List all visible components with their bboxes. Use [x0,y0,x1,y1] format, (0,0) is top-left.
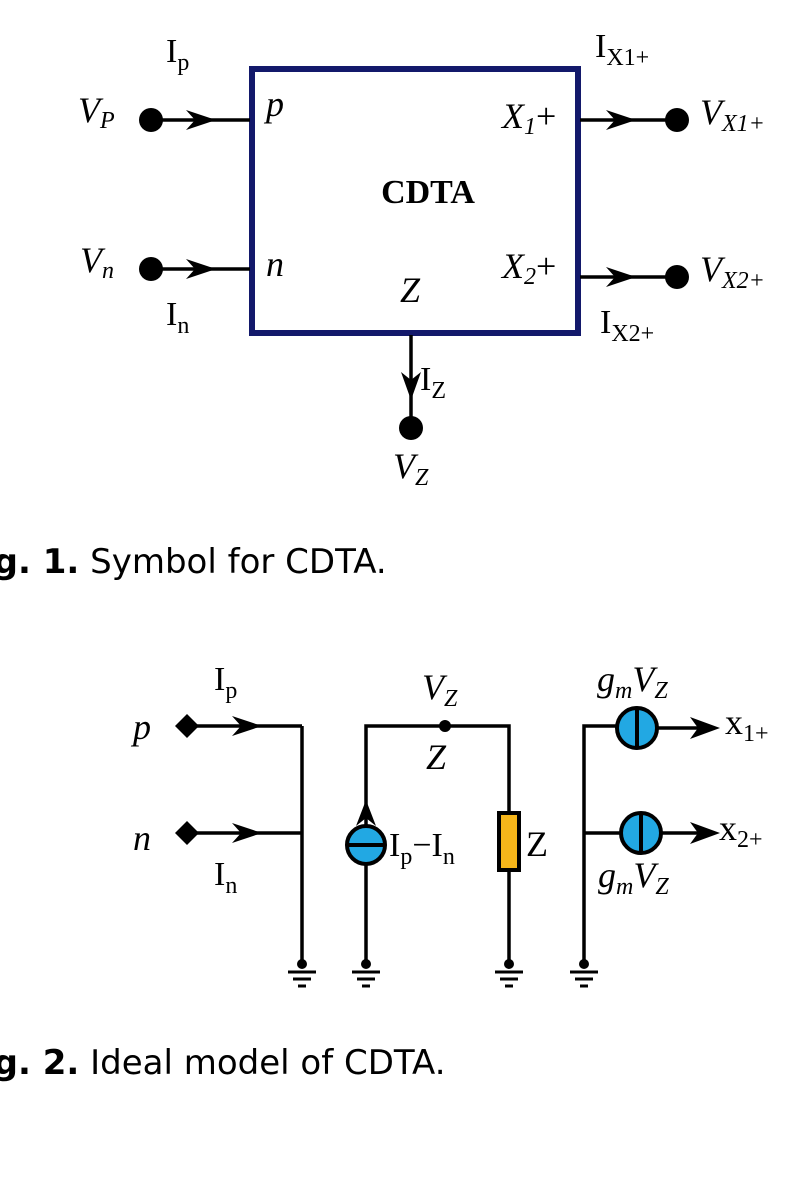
ix1-label: IX1+ [595,28,649,71]
impedance-z-icon [497,811,521,872]
figure-1-caption-label: ig. 1. [0,542,80,582]
p-terminal-label: p [130,707,151,747]
p-current-arrow-icon [186,110,216,130]
impedance-label: Z [526,824,548,864]
vx1-terminal-dot [665,108,689,132]
p-pin-label: p [263,84,284,124]
vx2-terminal-dot [665,265,689,289]
gm-source-1-icon [615,706,659,750]
figure-2-caption-text: Ideal model of CDTA. [79,1043,446,1083]
figure-2-caption: ig. 2. Ideal model of CDTA. [0,1043,446,1083]
z-pin-label: Z [400,270,421,310]
vn-label: Vn [80,240,114,284]
gm-vz-label-1: gmVZ [597,659,668,704]
ip-label: Ip [166,33,189,76]
iz-label: IZ [420,361,446,404]
vx2-label: VX2+ [700,249,765,294]
figure-1-caption: ig. 1. Symbol for CDTA. [0,542,387,582]
gm-source-2-icon [619,811,663,855]
n-current-arrow-icon [232,823,262,843]
vz-label: VZ [393,446,429,491]
n-terminal-label: n [133,818,151,858]
n-pin-label: n [266,244,284,284]
figure-1-caption-text: Symbol for CDTA. [79,542,387,582]
current-source-arrow-icon [356,800,376,826]
figure-2-caption-label: ig. 2. [0,1043,80,1083]
p-current-arrow-icon [232,716,262,736]
source-current-label: Ip−In [389,827,455,870]
in-label: In [166,296,189,339]
cdta-ideal-model-diagram: p n Ip In VZ Z Ip−In Z gmVZ gmVZ x1+ x2+ [130,659,769,988]
in-label: In [214,856,237,899]
x1-terminal-label: x1+ [725,702,769,747]
ip-label: Ip [214,661,237,704]
ground-impedance-icon [495,959,523,988]
ground-symbols [288,959,598,988]
ground-input-icon [288,959,316,988]
vz-label: VZ [422,667,458,712]
out1-arrow-icon [690,717,720,739]
ix2-label: IX2+ [600,304,654,347]
x1-pin-label: X1+ [500,96,556,140]
vz-terminal-dot [399,416,423,440]
ground-output-icon [570,959,598,988]
z-node-dot [439,720,451,732]
z-node-label: Z [426,737,447,777]
cdta-block-label: CDTA [381,174,475,211]
x2-pin-label: X2+ [500,246,556,290]
current-source-icon [345,824,387,866]
vx1-label: VX1+ [700,92,765,137]
z-current-arrow-icon [401,372,421,400]
x2-terminal-label: x2+ [719,808,763,853]
out2-arrow-icon [690,822,720,844]
cdta-symbol-diagram: CDTA VP Ip p Vn In n X1+ VX1+ IX1+ X2+ V… [78,28,765,491]
x1-current-arrow-icon [606,110,636,130]
cdta-block [249,66,581,336]
ground-source-icon [352,959,380,988]
n-current-arrow-icon [186,259,216,279]
vp-label: VP [78,90,115,134]
gm-vz-label-2: gmVZ [598,855,669,900]
x2-current-arrow-icon [606,267,636,287]
output-rail-wire [582,724,618,966]
